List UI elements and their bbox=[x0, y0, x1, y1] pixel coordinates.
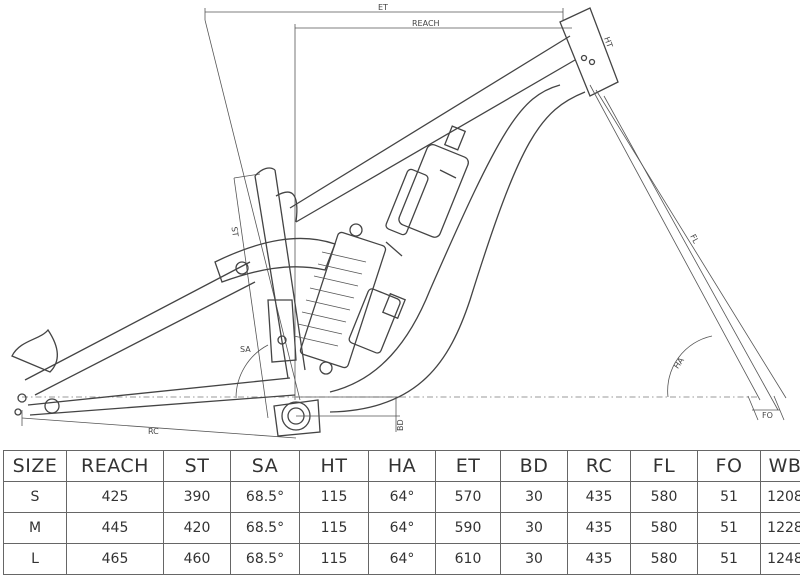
table-cell: 425 bbox=[66, 481, 164, 513]
header-size: SIZE bbox=[3, 450, 67, 482]
coil-shock bbox=[293, 223, 407, 375]
table-header-row: SIZE REACH ST SA HT HA ET BD RC FL FO WB bbox=[3, 450, 800, 482]
rc-dimension: RC bbox=[21, 410, 297, 439]
reach-label: REACH bbox=[412, 19, 440, 28]
head-tube: HT bbox=[559, 7, 619, 97]
header-reach: REACH bbox=[66, 450, 164, 482]
steering-axis bbox=[589, 84, 761, 401]
table-cell: 1248 bbox=[760, 543, 800, 575]
bd-label: BD bbox=[396, 419, 405, 431]
main-frame bbox=[254, 35, 586, 413]
seat-tube-axis bbox=[204, 19, 301, 401]
table-cell: 435 bbox=[567, 481, 631, 513]
table-cell: 580 bbox=[630, 512, 698, 544]
header-fl: FL bbox=[630, 450, 698, 482]
table-cell: 570 bbox=[435, 481, 501, 513]
et-label: ET bbox=[378, 3, 388, 12]
table-cell: 64° bbox=[368, 512, 436, 544]
header-bd: BD bbox=[500, 450, 568, 482]
ha-angle: HA bbox=[667, 335, 713, 398]
header-sa: SA bbox=[230, 450, 300, 482]
air-shock bbox=[385, 125, 469, 257]
fork-line-2 bbox=[603, 95, 779, 411]
table-cell: 445 bbox=[66, 512, 164, 544]
table-cell: 30 bbox=[500, 481, 568, 513]
sa-angle: SA bbox=[235, 344, 269, 399]
geometry-table: SIZE REACH ST SA HT HA ET BD RC FL FO WB… bbox=[3, 450, 800, 575]
ha-label: HA bbox=[672, 355, 686, 370]
table-cell: 460 bbox=[163, 543, 231, 575]
bottom-bracket bbox=[273, 399, 321, 437]
table-cell: 115 bbox=[299, 543, 369, 575]
table-cell: 68.5° bbox=[230, 512, 300, 544]
header-et: ET bbox=[435, 450, 501, 482]
table-cell: 51 bbox=[697, 512, 761, 544]
table-cell: 420 bbox=[163, 512, 231, 544]
st-label: ST bbox=[230, 226, 240, 237]
table-cell: 115 bbox=[299, 512, 369, 544]
table-cell: 1208 bbox=[760, 481, 800, 513]
rc-label: RC bbox=[148, 427, 159, 436]
frame-geometry-drawing: ET REACH ST SA HT FL HA FO bbox=[11, 3, 787, 439]
table-cell: 1228 bbox=[760, 512, 800, 544]
table-cell: 590 bbox=[435, 512, 501, 544]
table-cell: 68.5° bbox=[230, 543, 300, 575]
reach-dimension: REACH bbox=[294, 19, 572, 400]
fo-dimension: FO bbox=[747, 395, 785, 421]
table-cell: 68.5° bbox=[230, 481, 300, 513]
ht-label: HT bbox=[602, 36, 614, 49]
table-cell: 51 bbox=[697, 481, 761, 513]
rear-triangle bbox=[11, 237, 336, 416]
table-cell: 390 bbox=[163, 481, 231, 513]
table-cell: 30 bbox=[500, 543, 568, 575]
table-cell: 435 bbox=[567, 512, 631, 544]
table-cell: 64° bbox=[368, 481, 436, 513]
header-rc: RC bbox=[567, 450, 631, 482]
table-cell: 465 bbox=[66, 543, 164, 575]
table-cell: 64° bbox=[368, 543, 436, 575]
bd-dimension: BD bbox=[296, 396, 405, 432]
table-cell: L bbox=[3, 543, 67, 575]
table-cell: 580 bbox=[630, 543, 698, 575]
fork-line bbox=[595, 89, 787, 399]
table-cell: M bbox=[3, 512, 67, 544]
header-ht: HT bbox=[299, 450, 369, 482]
header-st: ST bbox=[163, 450, 231, 482]
header-wb: WB bbox=[760, 450, 800, 482]
header-fo: FO bbox=[697, 450, 761, 482]
table-cell: S bbox=[3, 481, 67, 513]
fl-label: FL bbox=[688, 233, 700, 246]
table-cell: 610 bbox=[435, 543, 501, 575]
table-cell: 435 bbox=[567, 543, 631, 575]
table-row: S 425 390 68.5° 115 64° 570 30 435 580 5… bbox=[3, 481, 800, 513]
header-ha: HA bbox=[368, 450, 436, 482]
table-row: M 445 420 68.5° 115 64° 590 30 435 580 5… bbox=[3, 512, 800, 544]
sa-label: SA bbox=[240, 345, 251, 354]
fo-label: FO bbox=[762, 411, 773, 420]
table-row: L 465 460 68.5° 115 64° 610 30 435 580 5… bbox=[3, 543, 800, 575]
table-cell: 115 bbox=[299, 481, 369, 513]
table-cell: 51 bbox=[697, 543, 761, 575]
table-cell: 580 bbox=[630, 481, 698, 513]
table-cell: 30 bbox=[500, 512, 568, 544]
et-dimension: ET bbox=[204, 3, 564, 20]
